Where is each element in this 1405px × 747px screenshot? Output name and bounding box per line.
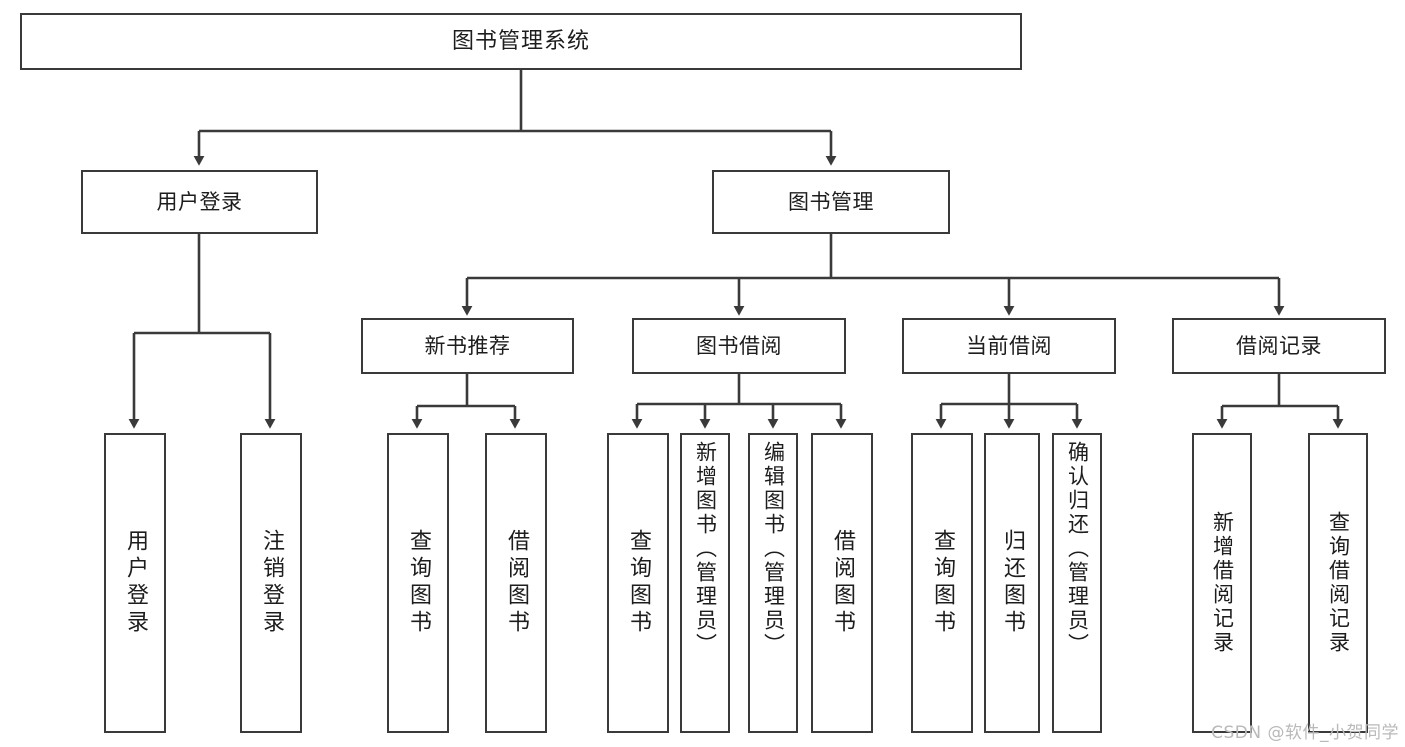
node-label: 查询图书 [930,529,955,637]
node-label: 新增借阅记录 [1210,511,1235,655]
node-book-borrow[interactable]: 图书借阅 [632,318,846,374]
leaf-confirm-return-admin[interactable]: 确认归还（管理员） [1052,433,1102,733]
node-label: 新书推荐 [424,333,511,358]
node-label: 新增图书（管理员） [693,441,718,657]
node-label: 图书借阅 [696,333,782,358]
node-new-book-recommend[interactable]: 新书推荐 [361,318,574,374]
leaf-query-borrow-record[interactable]: 查询借阅记录 [1308,433,1368,733]
node-label: 图书管理系统 [451,28,590,54]
node-label: 借阅记录 [1236,333,1322,358]
watermark: CSDN @软件_小贺同学 [1211,723,1399,743]
node-label: 借阅图书 [830,529,855,637]
node-current-borrow[interactable]: 当前借阅 [902,318,1116,374]
node-label: 用户登录 [156,189,243,214]
node-borrow-record[interactable]: 借阅记录 [1172,318,1386,374]
leaf-query-book-recommend[interactable]: 查询图书 [387,433,449,733]
leaf-user-login[interactable]: 用户登录 [104,433,166,733]
leaf-user-logout[interactable]: 注销登录 [240,433,302,733]
node-label: 图书管理 [788,189,874,214]
leaf-borrow-book[interactable]: 借阅图书 [811,433,873,733]
leaf-add-borrow-record[interactable]: 新增借阅记录 [1192,433,1252,733]
node-user-login[interactable]: 用户登录 [81,170,318,234]
node-label: 查询图书 [406,529,431,637]
node-label: 查询图书 [626,529,651,637]
leaf-query-book-current[interactable]: 查询图书 [911,433,973,733]
node-label: 编辑图书（管理员） [761,441,786,657]
node-label: 注销登录 [259,529,284,637]
leaf-return-book[interactable]: 归还图书 [984,433,1040,733]
node-label: 查询借阅记录 [1326,511,1351,655]
leaf-edit-book-admin[interactable]: 编辑图书（管理员） [748,433,798,733]
node-label: 借阅图书 [504,529,529,637]
node-label: 确认归还（管理员） [1065,441,1090,657]
node-label: 当前借阅 [966,333,1052,358]
node-book-management[interactable]: 图书管理 [712,170,950,234]
leaf-add-book-admin[interactable]: 新增图书（管理员） [680,433,730,733]
node-label: 用户登录 [123,529,148,637]
leaf-borrow-book-recommend[interactable]: 借阅图书 [485,433,547,733]
leaf-query-book-borrow[interactable]: 查询图书 [607,433,669,733]
node-root-system[interactable]: 图书管理系统 [20,13,1022,70]
node-label: 归还图书 [1000,529,1025,637]
